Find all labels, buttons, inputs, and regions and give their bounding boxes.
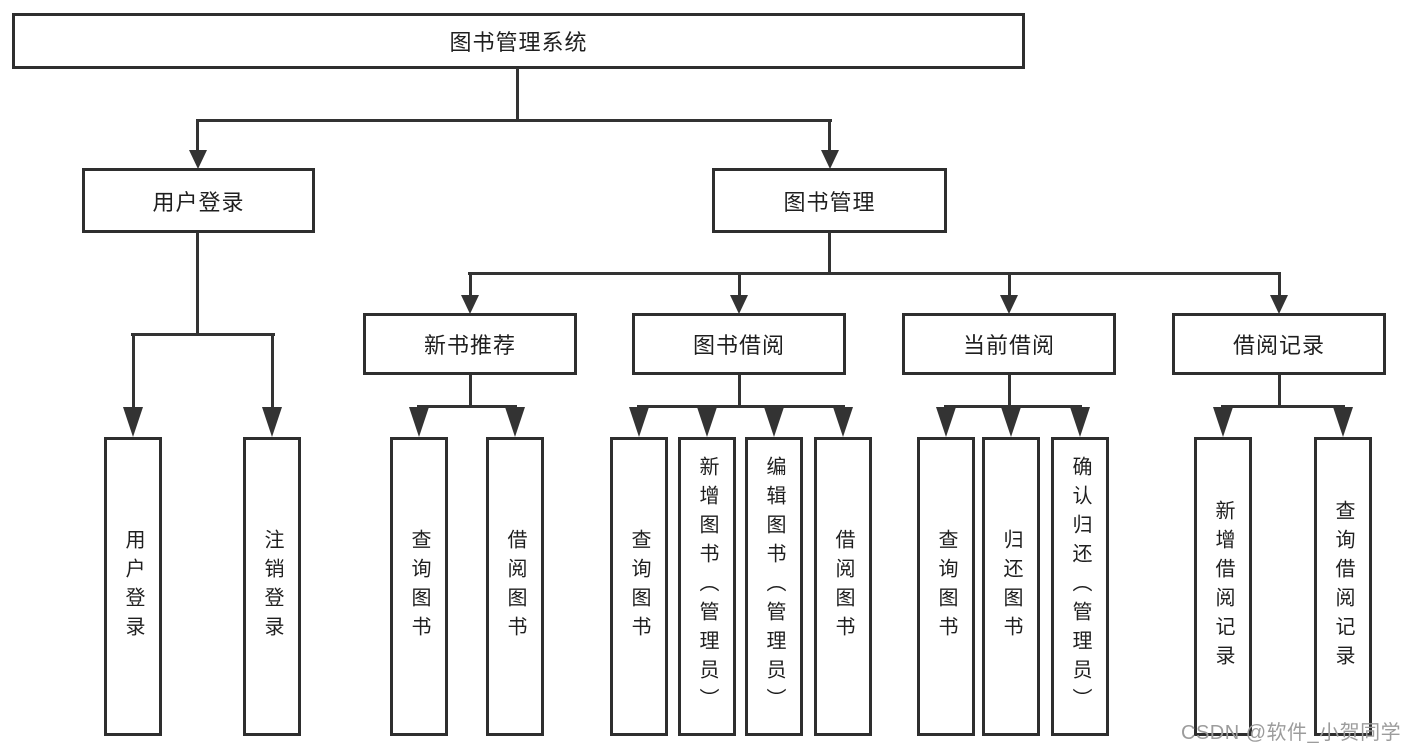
connector-line xyxy=(637,405,845,408)
node-label: 新增借阅记录 xyxy=(1212,499,1234,674)
connector-line xyxy=(132,334,135,410)
node-label: 查询图书 xyxy=(935,528,957,645)
arrow-down-icon xyxy=(936,407,956,437)
node-label: 图书管理 xyxy=(783,189,876,215)
arrow-down-icon xyxy=(1070,407,1090,437)
arrow-down-icon xyxy=(764,407,784,437)
connector-line xyxy=(196,119,832,122)
node-label: 查询图书 xyxy=(408,528,430,645)
arrow-down-icon xyxy=(833,407,853,437)
connector-line xyxy=(1008,375,1011,408)
arrow-down-icon xyxy=(730,295,748,314)
arrow-down-icon xyxy=(1333,407,1353,437)
connector-line xyxy=(944,405,1082,408)
arrow-down-icon xyxy=(189,150,207,169)
leaf-query-borrow-record: 查询借阅记录 xyxy=(1314,437,1372,736)
connector-line xyxy=(1221,405,1345,408)
connector-line xyxy=(1008,273,1011,297)
node-label: 编辑图书（管理员） xyxy=(763,456,785,717)
node-label: 当前借阅 xyxy=(962,333,1055,358)
arrow-down-icon xyxy=(1213,407,1233,437)
connector-line xyxy=(271,334,274,410)
arrow-down-icon xyxy=(697,407,717,437)
arrow-down-icon xyxy=(1001,407,1021,437)
leaf-borrow-books: 借阅图书 xyxy=(814,437,872,736)
node-label: 查询图书 xyxy=(628,528,650,645)
node-label: 用户登录 xyxy=(152,189,245,215)
node-label: 归还图书 xyxy=(1000,528,1022,645)
connector-line xyxy=(1278,273,1281,297)
connector-line xyxy=(196,232,199,336)
leaf-user-login: 用户登录 xyxy=(104,437,162,736)
node-label: 注销登录 xyxy=(261,528,283,645)
arrow-down-icon xyxy=(821,150,839,169)
node-label: 借阅图书 xyxy=(504,528,526,645)
connector-line xyxy=(469,375,472,408)
node-book-management: 图书管理 xyxy=(712,168,947,233)
node-root-system: 图书管理系统 xyxy=(12,13,1025,69)
leaf-borrow-books: 借阅图书 xyxy=(486,437,544,736)
leaf-return-books: 归还图书 xyxy=(982,437,1040,736)
connector-line xyxy=(1278,375,1281,408)
connector-line xyxy=(738,273,741,297)
arrow-down-icon xyxy=(1270,295,1288,314)
leaf-logout: 注销登录 xyxy=(243,437,301,736)
arrow-down-icon xyxy=(505,407,525,437)
node-borrow-records: 借阅记录 xyxy=(1172,313,1386,375)
connector-line xyxy=(417,405,517,408)
leaf-query-books: 查询图书 xyxy=(917,437,975,736)
connector-line xyxy=(469,273,472,297)
node-label: 确认归还（管理员） xyxy=(1069,456,1091,717)
leaf-add-borrow-record: 新增借阅记录 xyxy=(1194,437,1252,736)
csdn-watermark: CSDN @软件_小贺同学 xyxy=(1181,722,1402,744)
connector-line xyxy=(738,375,741,408)
connector-line xyxy=(516,68,519,121)
leaf-query-books: 查询图书 xyxy=(610,437,668,736)
arrow-down-icon xyxy=(409,407,429,437)
connector-line xyxy=(196,119,199,152)
arrow-down-icon xyxy=(123,407,143,437)
node-label: 用户登录 xyxy=(122,528,144,645)
connector-line xyxy=(828,232,831,275)
node-label: 新书推荐 xyxy=(423,333,516,358)
node-label: 图书借阅 xyxy=(692,333,785,358)
connector-line xyxy=(131,333,275,336)
connector-line xyxy=(468,272,1281,275)
node-label: 图书管理系统 xyxy=(449,30,588,55)
node-label: 借阅图书 xyxy=(832,528,854,645)
leaf-edit-book-admin: 编辑图书（管理员） xyxy=(745,437,803,736)
connector-line xyxy=(828,119,831,152)
leaf-query-books: 查询图书 xyxy=(390,437,448,736)
arrow-down-icon xyxy=(461,295,479,314)
node-label: 查询借阅记录 xyxy=(1332,499,1354,674)
node-user-login: 用户登录 xyxy=(82,168,315,233)
arrow-down-icon xyxy=(1000,295,1018,314)
leaf-add-book-admin: 新增图书（管理员） xyxy=(678,437,736,736)
node-label: 借阅记录 xyxy=(1232,333,1325,358)
arrow-down-icon xyxy=(629,407,649,437)
node-label: 新增图书（管理员） xyxy=(696,456,718,717)
node-current-borrow: 当前借阅 xyxy=(902,313,1116,375)
node-new-book-recommend: 新书推荐 xyxy=(363,313,577,375)
arrow-down-icon xyxy=(262,407,282,437)
node-book-borrow: 图书借阅 xyxy=(632,313,846,375)
leaf-confirm-return-admin: 确认归还（管理员） xyxy=(1051,437,1109,736)
